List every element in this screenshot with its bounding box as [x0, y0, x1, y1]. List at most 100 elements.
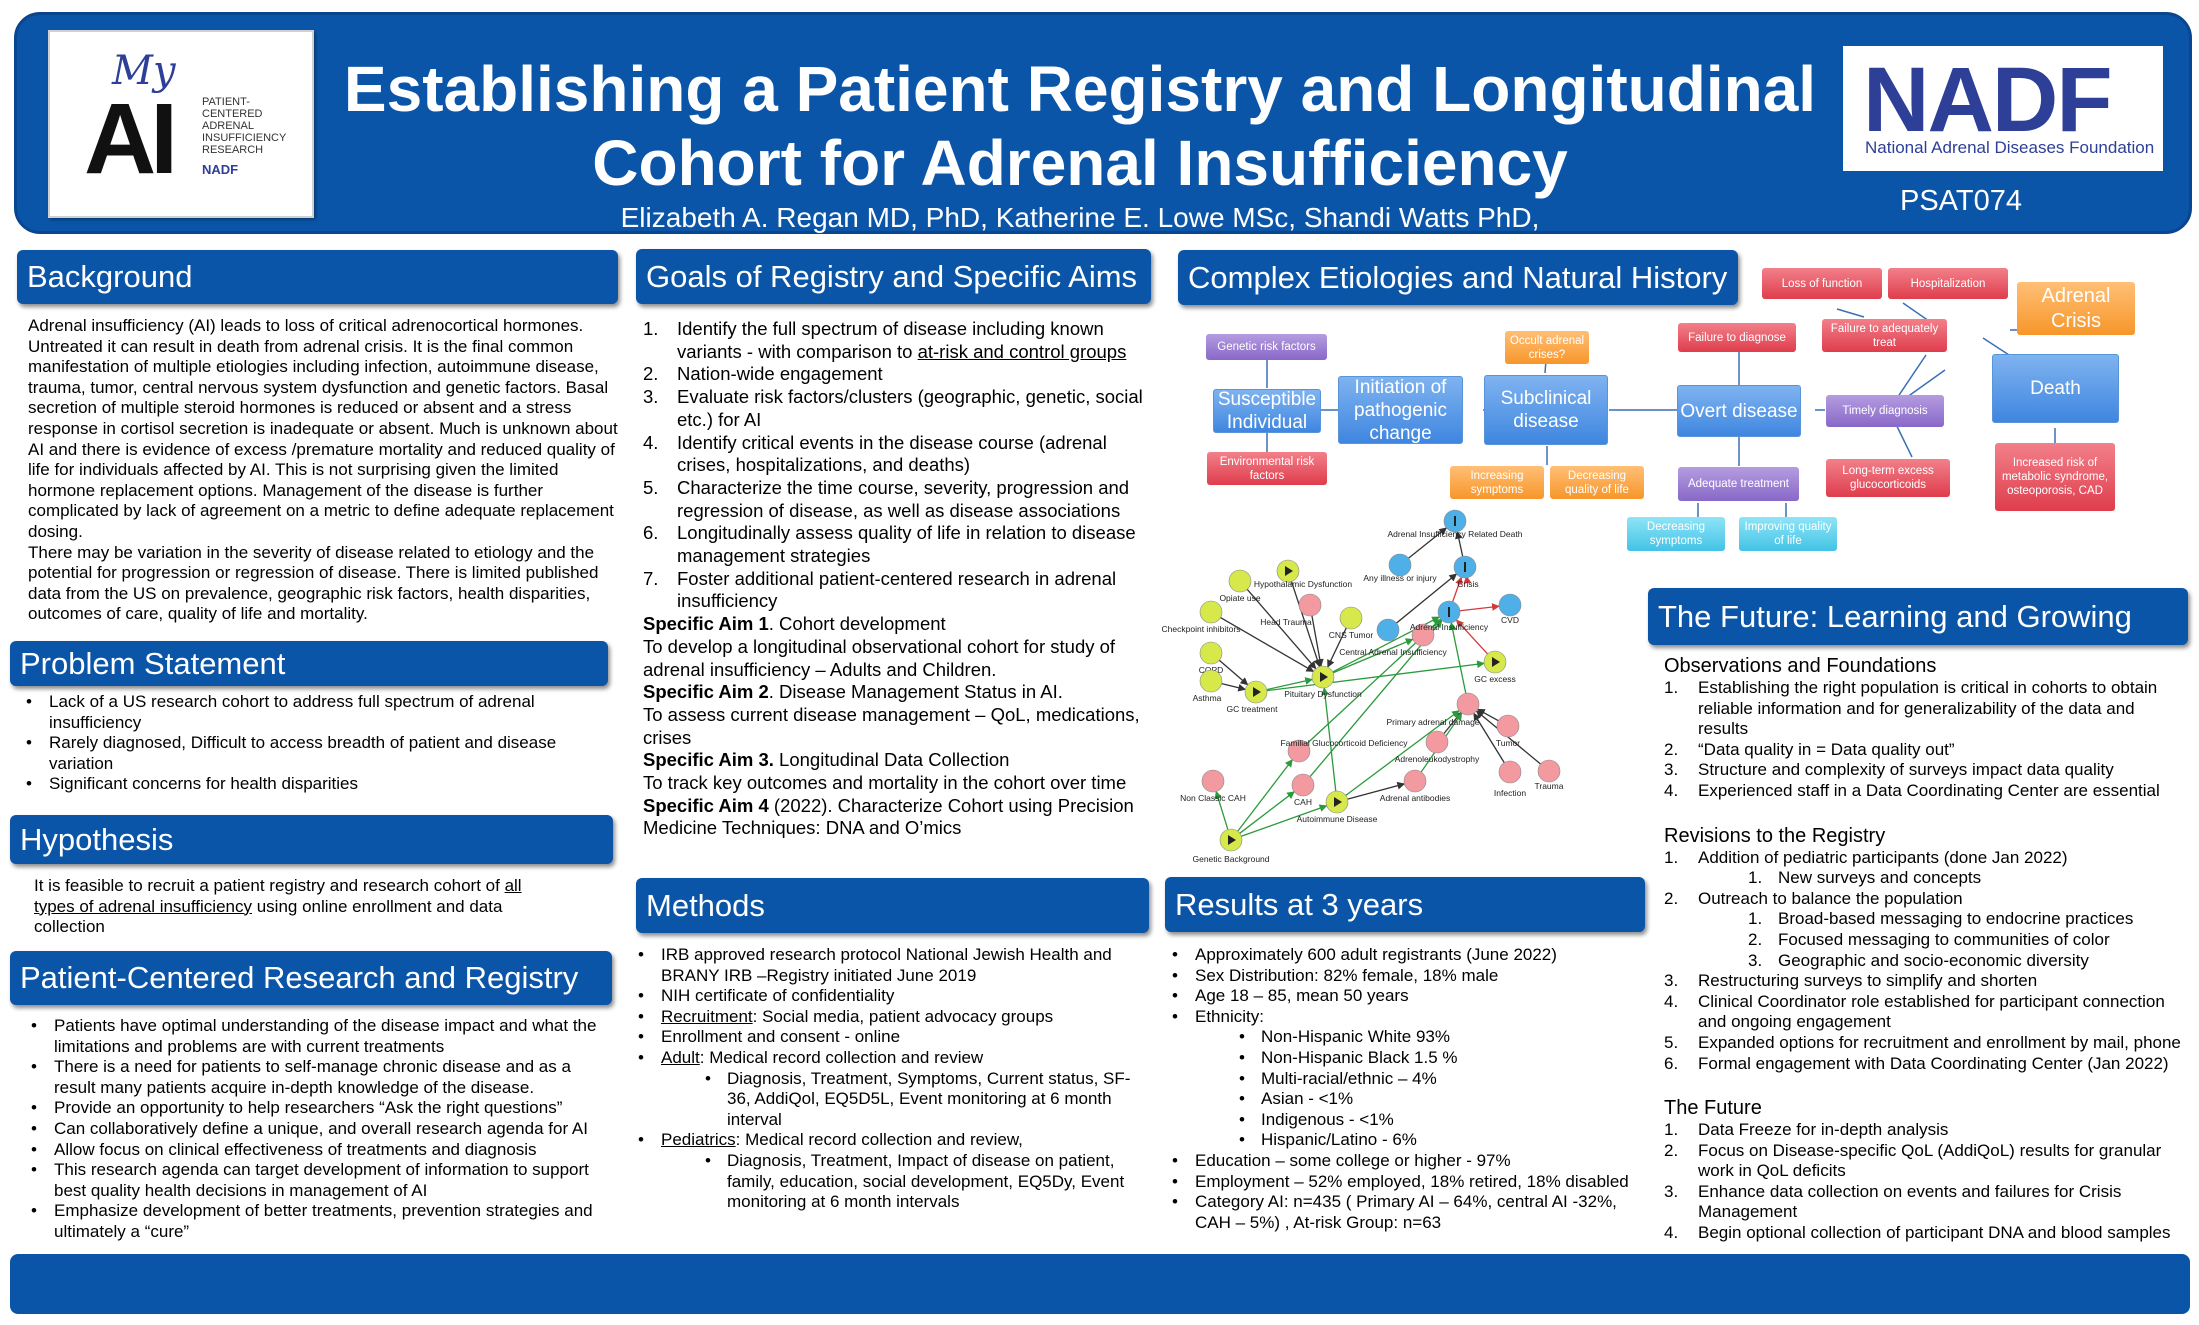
network-node-label: GC treatment [1226, 704, 1278, 714]
list-item: Age 18 – 85, mean 50 years [1166, 986, 1646, 1007]
network-edge [1396, 573, 1458, 624]
pcr-heading: Patient-Centered Research and Registry [10, 951, 612, 1005]
future-content: Observations and Foundations 1.Establish… [1664, 654, 2184, 1244]
list-item: IRB approved research protocol National … [632, 945, 1142, 986]
network-node-label: Adrenal antibodies [1380, 793, 1450, 803]
list-item: Indigenous - <1% [1166, 1110, 1646, 1131]
network-edge [1455, 619, 1489, 655]
list-item: NIH certificate of confidentiality [632, 986, 1142, 1007]
network-edge [1332, 638, 1414, 674]
network-node [1388, 553, 1412, 577]
network-node-label: Genetic Background [1192, 854, 1269, 864]
network-edge [1448, 622, 1467, 694]
list-item: This research agenda can target developm… [25, 1160, 615, 1201]
aim-1-text: To develop a longitudinal observational … [643, 635, 1116, 680]
methods-heading: Methods [636, 878, 1149, 933]
future-title: The Future [1664, 1097, 1762, 1120]
list-item: Adult: Medical record collection and rev… [632, 1048, 1142, 1069]
network-node-label: Central Adrenal Insufficiency [1339, 647, 1447, 657]
list-item: 4.Identify critical events in the diseas… [643, 431, 1107, 476]
network-node-label: Trauma [1535, 781, 1564, 791]
network-node [1298, 593, 1322, 617]
overt-disease-box: Overt disease [1677, 385, 1801, 437]
list-item: Enrollment and consent - online [632, 1027, 1142, 1048]
genetic-risk-box: Genetic risk factors [1206, 334, 1327, 360]
network-node-label: Opiate use [1219, 593, 1260, 603]
network-edge [1345, 710, 1460, 796]
logo-nadf-badge: NADF [202, 162, 239, 177]
environmental-risk-box: Environmental risk factors [1207, 452, 1327, 485]
poster-title: Establishing a Patient Registry and Long… [343, 53, 1817, 199]
network-node [1403, 769, 1427, 793]
network-node [1201, 769, 1225, 793]
list-item: 1.New surveys and concepts [1748, 868, 1982, 888]
aim-4: Specific Aim 4 (2022). Characterize Coho… [643, 794, 1134, 839]
list-item: 2.Focused messaging to communities of co… [1748, 929, 2110, 949]
list-item: Employment – 52% employed, 18% retired, … [1166, 1172, 1646, 1193]
aim-3-text: To track key outcomes and mortality in t… [643, 772, 1127, 794]
network-edge [1455, 530, 1464, 557]
future-list: 1.Data Freeze for in-depth analysis 2.Fo… [1664, 1120, 2184, 1244]
network-edge [1220, 616, 1315, 673]
network-edge [1309, 619, 1443, 778]
list-item: 4.Clinical Coordinator role established … [1664, 991, 2165, 1032]
background-heading: Background [17, 250, 618, 304]
hospitalization-box: Hospitalization [1888, 268, 2008, 299]
network-node-label: Checkpoint inhibitors [1162, 624, 1241, 634]
network-node-label: Crisis [1457, 579, 1478, 589]
list-item: Significant concerns for health disparit… [20, 774, 600, 795]
etiologies-heading: Complex Etiologies and Natural History [1178, 250, 1738, 305]
list-item: Can collaboratively define a unique, and… [25, 1119, 615, 1140]
timely-diagnosis-box: Timely diagnosis [1826, 395, 1944, 427]
list-item: 6.Formal engagement with Data Coordinati… [1664, 1053, 2169, 1073]
list-item: 3.Structure and complexity of surveys im… [1664, 760, 2114, 780]
list-item: 5.Expanded options for recruitment and e… [1664, 1032, 2181, 1052]
network-node-label: Adrenal Insufficiency [1410, 622, 1489, 632]
network-node [1537, 759, 1561, 783]
list-item: 1.Addition of pediatric participants (do… [1664, 847, 2068, 867]
network-edge [1311, 615, 1324, 667]
network-node-label: Head Trauma [1260, 617, 1312, 627]
problem-heading: Problem Statement [10, 641, 608, 686]
network-edge [1347, 781, 1406, 800]
network-edge [1241, 804, 1328, 837]
network-edge [1473, 712, 1505, 763]
goals-content: 1.Identify the full spectrum of disease … [643, 318, 1148, 840]
network-node-label: Asthma [1193, 693, 1222, 703]
network-node-label: GC excess [1474, 674, 1516, 684]
network-node-label: CAH [1294, 797, 1312, 807]
network-node [1287, 739, 1311, 763]
long-term-gc-box: Long-term excess glucocorticoids [1826, 459, 1950, 497]
network-node [1498, 760, 1522, 784]
network-edge [1327, 627, 1347, 668]
nadf-logo: NADF National Adrenal Diseases Foundatio… [1843, 46, 2163, 171]
increasing-symptoms-box: Increasing symptoms [1450, 466, 1544, 499]
failure-diagnose-box: Failure to diagnose [1678, 323, 1796, 352]
network-edge [1266, 677, 1314, 691]
play-marker-icon [1228, 835, 1236, 845]
goals-heading: Goals of Registry and Specific Aims [636, 249, 1151, 304]
pcr-list: Patients have optimal understanding of t… [25, 1016, 615, 1243]
network-node [1411, 623, 1435, 647]
improving-qol-box: Improving quality of life [1739, 517, 1837, 551]
play-marker-icon [1320, 672, 1328, 682]
network-node [1496, 714, 1520, 738]
network-node [1199, 641, 1223, 665]
network-node [1339, 606, 1363, 630]
network-node-label: Familial Glucocorticoid Deficiency [1280, 738, 1408, 748]
hypothesis-text: It is feasible to recruit a patient regi… [34, 876, 522, 937]
network-node-label: CVD [1501, 615, 1519, 625]
network-node-label: Any illness or injury [1363, 573, 1437, 583]
methods-list: IRB approved research protocol National … [632, 945, 1142, 1213]
network-node-label: Adrenal Insufficiency Related Death [1388, 529, 1523, 539]
network-node-label: Hypothalamic Dysfunction [1254, 579, 1353, 589]
decreasing-qol-box: Decreasing quality of life [1550, 466, 1644, 499]
revisions-list: 1.Addition of pediatric participants (do… [1664, 848, 2184, 1075]
background-text: Adrenal insufficiency (AI) leads to loss… [28, 316, 618, 624]
network-edge [1475, 710, 1541, 765]
list-item: Diagnosis, Treatment, Symptoms, Current … [632, 1069, 1142, 1131]
adequate-treatment-box: Adequate treatment [1678, 467, 1799, 501]
logo-my-text: My [112, 48, 176, 94]
